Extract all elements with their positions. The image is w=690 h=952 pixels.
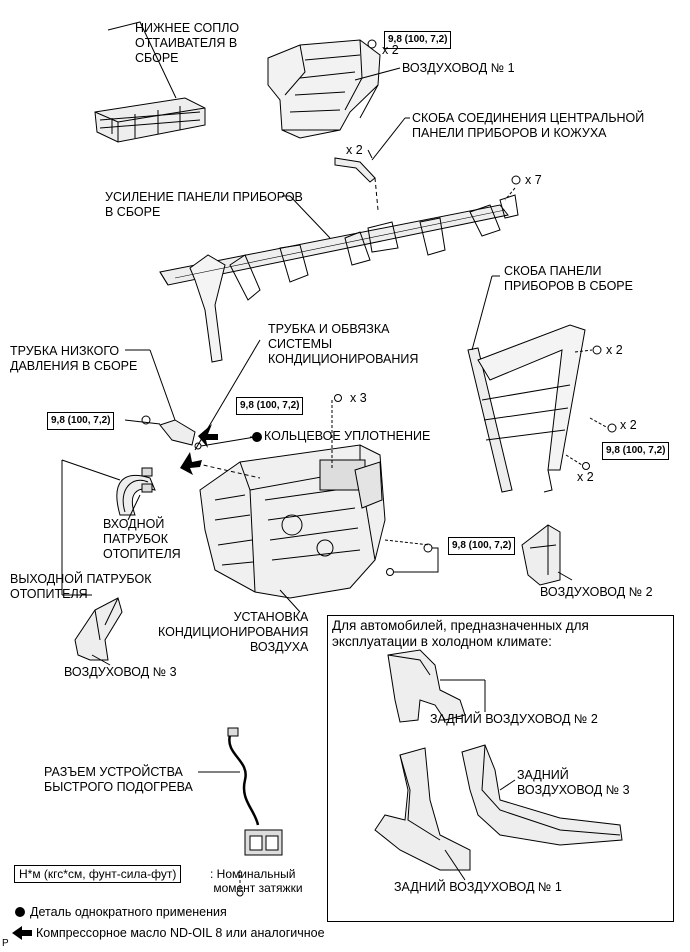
label-panel-bracket: СКОБА ПАНЕЛИ ПРИБОРОВ В СБОРЕ bbox=[504, 264, 633, 293]
nut-icon bbox=[367, 39, 377, 49]
qty-ac-unit-bolts: x 3 bbox=[350, 391, 367, 405]
torque-box-ac-unit: 9,8 (100, 7,2) bbox=[236, 397, 304, 415]
nut-icon bbox=[592, 345, 602, 355]
reinforcement-drawing bbox=[159, 187, 519, 363]
rear-duct-1-drawing bbox=[374, 747, 471, 881]
defroster-nozzle-drawing bbox=[94, 21, 206, 143]
torque-box-duct-1: 9,8 (100, 7,2) bbox=[384, 31, 452, 49]
rear-duct-3-drawing bbox=[461, 744, 623, 846]
duct-2-drawing bbox=[521, 524, 573, 586]
ac-unit-drawing bbox=[189, 400, 431, 613]
label-ac-unit: УСТАНОВКА КОНДИЦИОНИРОВАНИЯ ВОЗДУХА bbox=[158, 610, 309, 654]
label-center-bracket: СКОБА СОЕДИНЕНИЯ ЦЕНТРАЛЬНОЙ ПАНЕЛИ ПРИБ… bbox=[412, 111, 645, 140]
qty-center-bracket: x 2 bbox=[346, 143, 363, 157]
label-heater-inlet: ВХОДНОЙ ПАТРУБОК ОТОПИТЕЛЯ bbox=[103, 517, 181, 561]
legend-one-time-use: Деталь однократного применения bbox=[30, 905, 227, 919]
label-o-ring: КОЛЬЦЕВОЕ УПЛОТНЕНИЕ bbox=[264, 429, 431, 443]
cold-climate-title: Для автомобилей, предназначенных для экс… bbox=[332, 618, 589, 649]
qty-panel-bracket-nuts: x 2 bbox=[606, 343, 623, 357]
torque-box-ac-lower: 9,8 (100, 7,2) bbox=[448, 537, 516, 555]
label-duct-2: ВОЗДУХОВОД № 2 bbox=[540, 585, 653, 599]
duct-1-drawing bbox=[267, 39, 401, 139]
oil-arrow-icon bbox=[12, 926, 32, 940]
low-pressure-tube-drawing bbox=[124, 339, 261, 451]
rear-duct-2-drawing bbox=[387, 649, 486, 723]
label-rear-duct-1: ЗАДНИЙ ВОЗДУХОВОД № 1 bbox=[394, 880, 562, 894]
bolt-head-icon bbox=[511, 175, 521, 185]
label-rear-duct-3: ЗАДНИЙ ВОЗДУХОВОД № 3 bbox=[517, 768, 630, 797]
torque-box-low-pressure: 9,8 (100, 7,2) bbox=[47, 412, 115, 430]
qty-duct-1-nuts: x 2 bbox=[382, 43, 399, 57]
oil-arrow-icons bbox=[180, 424, 218, 475]
bolt-head-icon bbox=[334, 394, 342, 402]
qty-reinforcement-bolts: x 7 bbox=[525, 173, 542, 187]
label-heater-outlet: ВЫХОДНОЙ ПАТРУБОК ОТОПИТЕЛЯ bbox=[10, 572, 152, 601]
quick-heater-connector-drawing bbox=[198, 727, 283, 897]
label-rear-duct-2: ЗАДНИЙ ВОЗДУХОВОД № 2 bbox=[430, 712, 598, 726]
label-quick-heater-connector: РАЗЪЕМ УСТРОЙСТВА БЫСТРОГО ПОДОГРЕВА bbox=[44, 765, 193, 794]
bolt-head-icon bbox=[386, 568, 394, 576]
legend-compressor-oil: Компрессорное масло ND-OIL 8 или аналоги… bbox=[36, 926, 325, 940]
nut-icon bbox=[423, 543, 433, 553]
label-duct-3: ВОЗДУХОВОД № 3 bbox=[64, 665, 177, 679]
duct-3-drawing bbox=[74, 597, 123, 666]
heater-hoses-drawing bbox=[61, 459, 156, 596]
label-reinforcement: УСИЛЕНИЕ ПАНЕЛИ ПРИБОРОВ В СБОРЕ bbox=[105, 190, 303, 219]
o-ring-dot-icon bbox=[252, 432, 262, 442]
panel-bracket-drawing bbox=[467, 275, 609, 493]
cold-climate-frame bbox=[327, 615, 674, 922]
one-time-use-dot-icon bbox=[15, 907, 25, 917]
legend-torque-desc: : Номинальный момент затяжки bbox=[210, 867, 303, 895]
qty-panel-bracket-bolts: x 2 bbox=[620, 418, 637, 432]
bolt-head-icon bbox=[582, 462, 590, 470]
bolt-head-icon bbox=[607, 423, 617, 433]
qty-panel-bracket-lower: x 2 bbox=[577, 470, 594, 484]
label-low-pressure-tube: ТРУБКА НИЗКОГО ДАВЛЕНИЯ В СБОРЕ bbox=[10, 344, 138, 373]
label-ac-tube-harness: ТРУБКА И ОБВЯЗКА СИСТЕМЫ КОНДИЦИОНИРОВАН… bbox=[268, 322, 419, 366]
legend-torque-unit: Н*м (кгс*см, фунт-сила-фут) bbox=[14, 865, 182, 883]
label-defroster-nozzle: НИЖНЕЕ СОПЛО ОТТАИВАТЕЛЯ В СБОРЕ bbox=[135, 21, 240, 65]
center-bracket-drawing bbox=[334, 117, 410, 211]
label-duct-1: ВОЗДУХОВОД № 1 bbox=[402, 61, 515, 75]
corner-mark: P bbox=[2, 938, 9, 949]
torque-box-panel-bracket: 9,8 (100, 7,2) bbox=[602, 442, 670, 460]
